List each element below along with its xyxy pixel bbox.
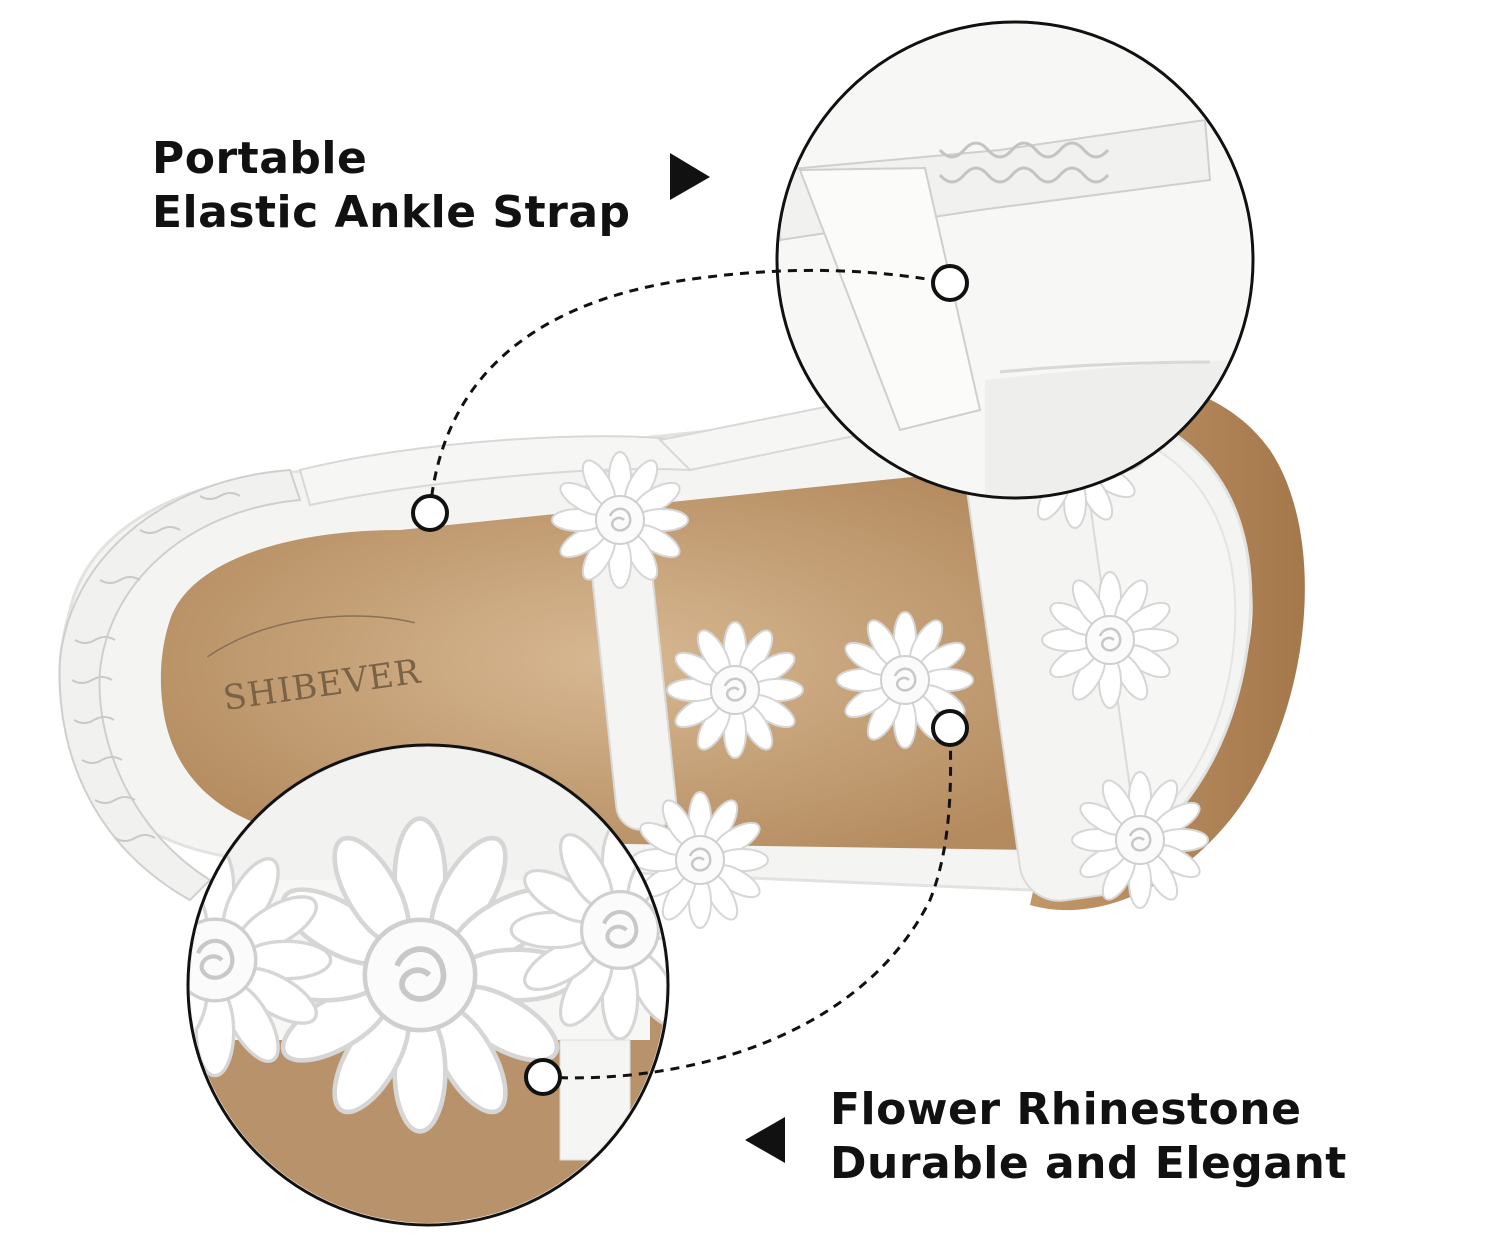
flower-cluster (550, 390, 1210, 930)
marker-dot (524, 1058, 562, 1096)
marker-dot (931, 709, 969, 747)
zoom-circle-ankle-strap (775, 20, 1255, 500)
zoom-circle-flower (186, 743, 670, 1227)
marker-dot (411, 494, 449, 532)
leader-line-top (428, 268, 951, 513)
callout-flower: Flower Rhinestone Durable and Elegant (830, 1083, 1347, 1191)
callout-line: Flower Rhinestone (830, 1084, 1302, 1135)
elastic-texture (71, 492, 241, 842)
arrow-left-icon (745, 1117, 785, 1163)
callout-line: Elastic Ankle Strap (152, 187, 631, 238)
marker-dot (931, 264, 969, 302)
elastic-heel-strap (58, 468, 302, 902)
callout-line: Portable (152, 133, 368, 184)
leader-line-bottom (542, 729, 953, 1080)
callout-ankle-strap: Portable Elastic Ankle Strap (152, 132, 631, 240)
callout-line: Durable and Elegant (830, 1138, 1347, 1189)
arrow-right-icon (670, 153, 710, 200)
